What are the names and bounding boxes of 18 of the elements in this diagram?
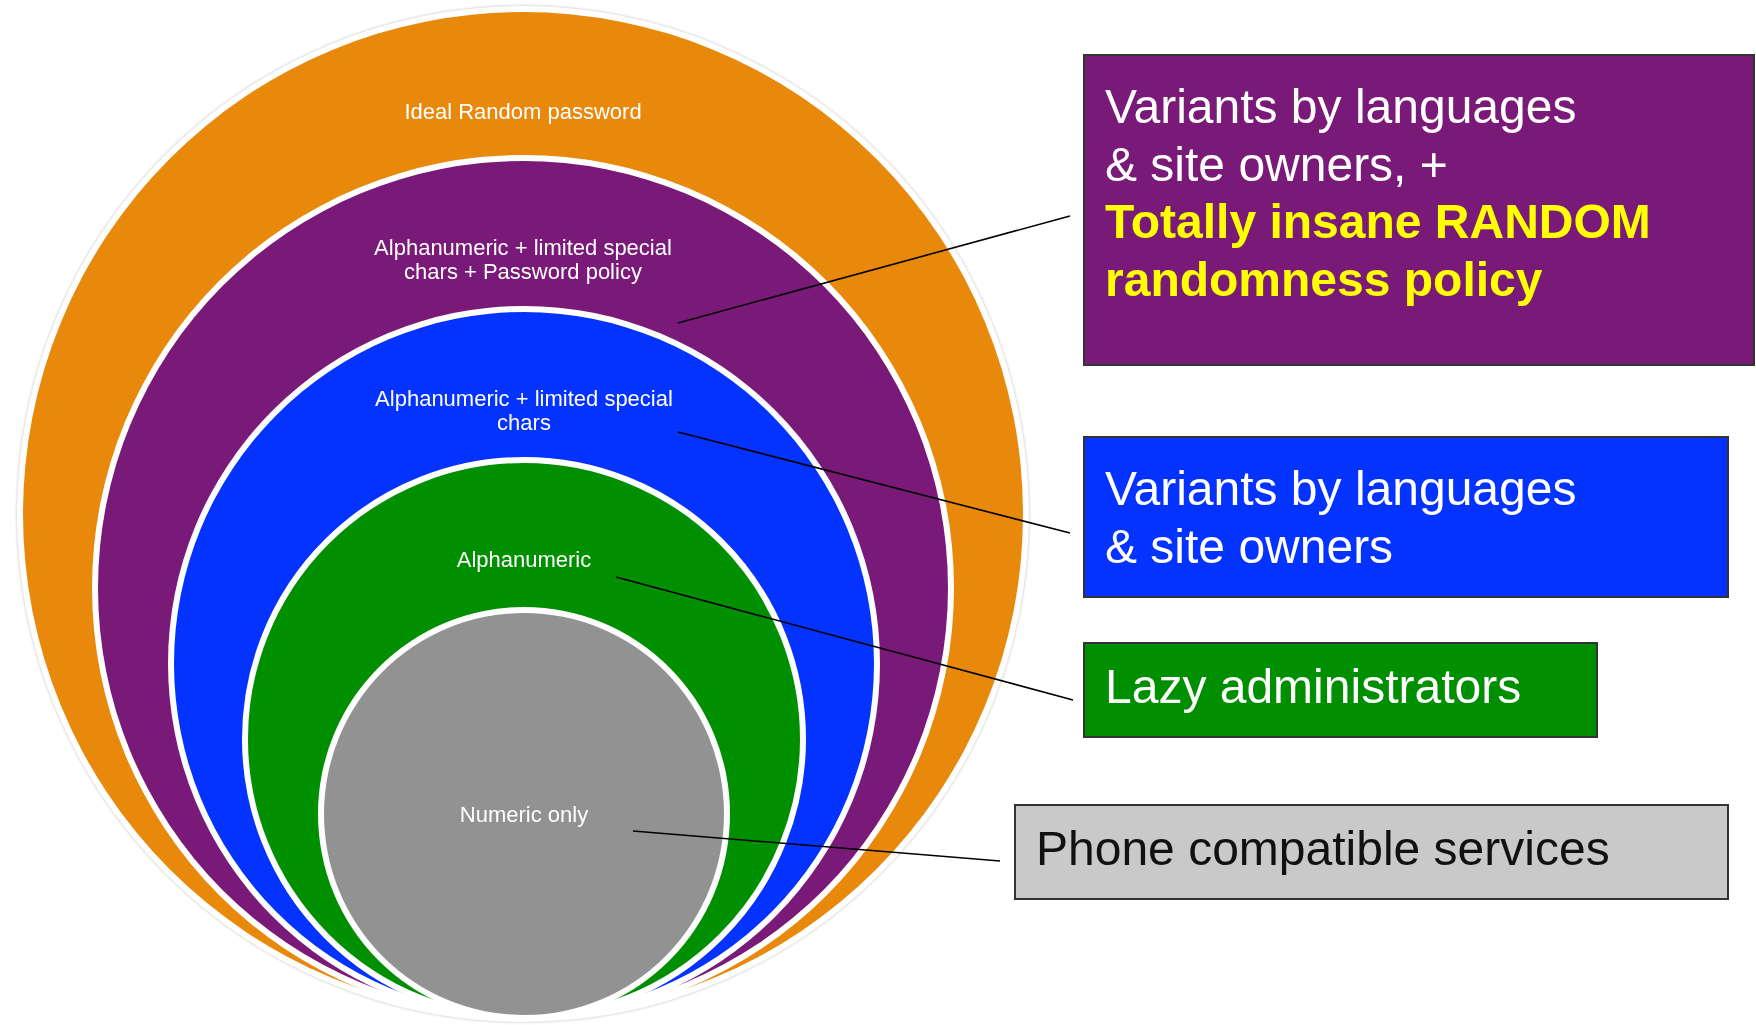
callout-text: Variants by languages & site owners, +: [1105, 79, 1578, 193]
callout-box: [1083, 436, 1729, 598]
callout-text: Phone compatible services: [1036, 821, 1611, 877]
callout-text: Totally insane RANDOM randomness policy: [1105, 194, 1652, 308]
circle-label: Alphanumeric: [455, 548, 593, 573]
callout-text: Variants by languages & site owners: [1105, 461, 1578, 575]
circle-label: Ideal Random password: [403, 100, 643, 125]
leader-line: [632, 830, 1001, 862]
callout-box: [1083, 642, 1598, 738]
callout-box: [1083, 54, 1755, 366]
leader-line: [615, 576, 1074, 701]
callout-box: [1014, 804, 1729, 900]
callout-text: Lazy administrators: [1105, 659, 1523, 715]
leader-line: [677, 431, 1071, 534]
circle-label: Numeric only: [458, 803, 590, 828]
leader-line: [677, 215, 1071, 324]
circle-label: Alphanumeric + limited special chars: [374, 387, 674, 436]
circle-label: Alphanumeric + limited special chars + Password policy: [373, 236, 673, 285]
